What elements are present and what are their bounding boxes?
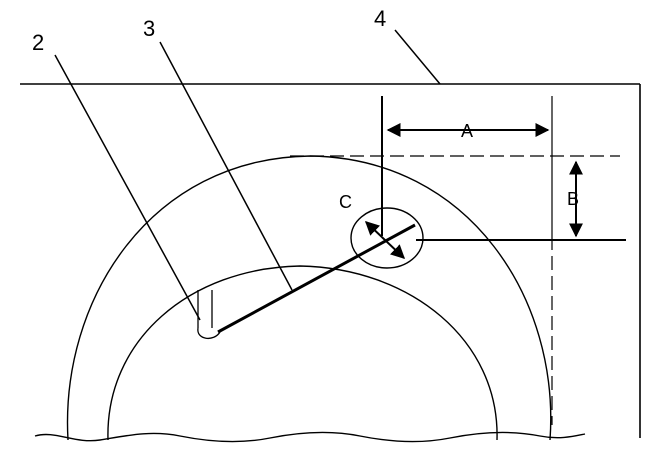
detail-c <box>350 207 424 269</box>
inner-arc <box>107 265 498 441</box>
dimension-a-label: A <box>461 121 473 141</box>
dimension-a <box>381 96 553 236</box>
leader-2 <box>54 54 201 321</box>
dimension-b <box>290 155 626 241</box>
dimension-c-label: C <box>339 192 352 212</box>
break-line <box>34 431 586 443</box>
callout-2: 2 <box>32 30 44 55</box>
leader-lines <box>54 29 441 321</box>
leader-3 <box>159 41 293 291</box>
outer-arc <box>66 155 552 441</box>
dimension-b-label: B <box>567 189 579 209</box>
housing-outline <box>20 83 641 438</box>
callout-3: 3 <box>143 16 155 41</box>
slot-feature <box>197 290 221 339</box>
callout-4: 4 <box>374 6 386 31</box>
leader-4 <box>394 29 441 85</box>
